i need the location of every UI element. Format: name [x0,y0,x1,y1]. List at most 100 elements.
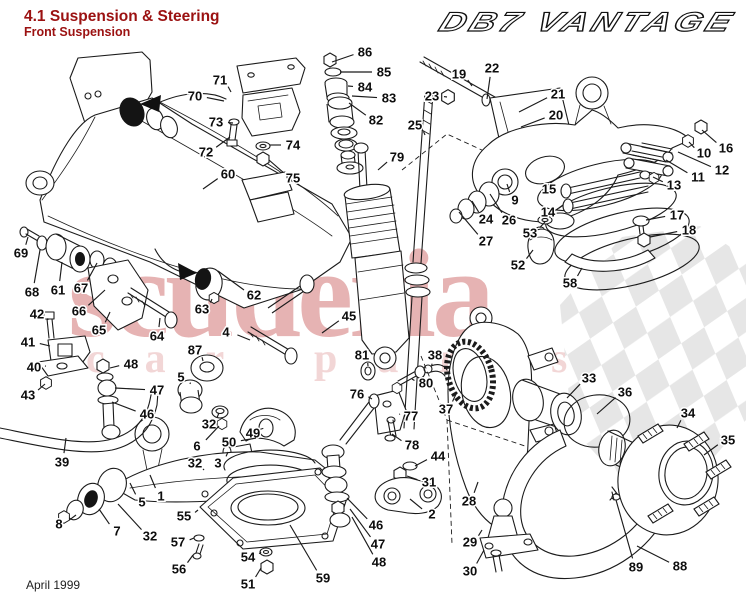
part-callout-76: 76 [350,387,364,402]
fulcrum-bolts [560,171,649,214]
leader-line-43 [37,383,46,391]
leader-line-26 [489,193,503,214]
part-callout-7: 7 [113,524,120,539]
leader-line-46 [111,401,136,412]
spring-seat-plate [192,449,348,575]
part-callout-9: 9 [511,193,518,208]
part-callout-11: 11 [691,170,705,185]
part-callout-41: 41 [21,335,35,350]
leader-line-22 [486,76,491,100]
leader-line-47 [349,508,371,538]
part-callout-20: 20 [549,108,563,123]
abs-reluctor-ring [443,338,497,412]
subsection-title: Front Suspension [24,25,130,39]
part-callout-83: 83 [382,91,396,106]
drawing-layer [0,51,732,580]
part-callout-30: 30 [463,564,477,579]
publication-date: April 1999 [26,578,80,592]
part-callout-19: 19 [452,67,466,82]
part-callout-56: 56 [172,562,186,577]
part-callout-23: 23 [425,89,439,104]
leader-line-68 [33,249,41,284]
part-callout-50: 50 [222,435,236,450]
part-callout-2: 2 [428,507,435,522]
part-callout-52: 52 [511,258,525,273]
part-callout-31: 31 [422,475,436,490]
part-callout-15: 15 [542,182,556,197]
leader-line-32 [202,468,205,471]
part-callout-28: 28 [462,494,476,509]
part-callout-48: 48 [372,555,386,570]
leader-line-57 [189,537,195,541]
leader-line-9 [506,183,511,193]
part-callout-47: 47 [150,383,164,398]
part-callout-59: 59 [316,571,330,586]
upper-wishbone [471,76,691,230]
part-callout-78: 78 [405,438,419,453]
leader-line-41 [39,343,51,347]
part-callout-46: 46 [140,407,154,422]
leader-line-27 [458,211,479,235]
part-callout-89: 89 [629,560,643,575]
part-callout-45: 45 [342,309,356,324]
leader-line-53 [539,221,546,229]
part-callout-72: 72 [199,145,213,160]
leader-line-69 [25,236,29,245]
leader-line-63 [209,298,213,303]
leader-line-58 [576,267,583,277]
part-callout-82: 82 [369,113,383,128]
part-callout-5: 5 [138,495,145,510]
leader-line-11 [665,159,688,174]
part-callout-36: 36 [618,385,632,400]
leader-line-51 [255,567,262,578]
leader-line-45 [321,320,340,334]
leader-line-3 [225,451,229,457]
leader-line-39 [63,437,67,454]
lower-pivot-bracket [360,361,448,442]
part-callout-35: 35 [721,433,735,448]
leader-line-29 [477,529,483,536]
part-callout-85: 85 [377,65,391,80]
part-callout-81: 81 [355,348,369,363]
part-callout-42: 42 [30,307,44,322]
section-title: 4.1 Suspension & Steering [24,8,220,25]
part-callout-37: 37 [439,402,453,417]
shock-absorber [343,142,410,370]
part-callout-71: 71 [213,73,227,88]
leader-line-36 [596,397,616,415]
part-callout-73: 73 [209,115,223,130]
part-callout-21: 21 [551,87,565,102]
leader-line-72 [215,136,231,148]
leader-line-1 [149,474,156,489]
part-callout-63: 63 [195,302,209,317]
part-callout-87: 87 [188,343,202,358]
part-callout-62: 62 [247,288,261,303]
leader-line-60 [202,178,219,190]
shock-top-mount-stack [323,52,364,175]
leader-line-32 [117,503,142,531]
part-callout-48: 48 [124,357,138,372]
part-callout-86: 86 [358,45,372,60]
part-callout-80: 80 [419,376,433,391]
part-callout-55: 55 [177,509,191,524]
part-callout-61: 61 [51,283,65,298]
leader-line-28 [473,481,479,494]
leader-line-44 [414,459,428,467]
leader-line-31 [406,475,418,481]
leader-line-6 [205,425,220,441]
leader-line-62 [217,270,245,291]
leader-line-24 [471,200,480,213]
spring-retainer [632,215,651,248]
leader-line-16 [701,129,717,144]
upper-link-plates [620,119,708,185]
part-callout-54: 54 [241,550,256,565]
part-callout-53: 53 [523,226,537,241]
leader-line-61 [59,261,63,282]
leader-line-48 [351,516,374,555]
antiroll-bar [0,389,159,453]
leader-line-83 [351,95,378,99]
part-callout-66: 66 [72,304,86,319]
leader-line-86 [331,54,354,63]
leader-line-33 [566,383,581,399]
